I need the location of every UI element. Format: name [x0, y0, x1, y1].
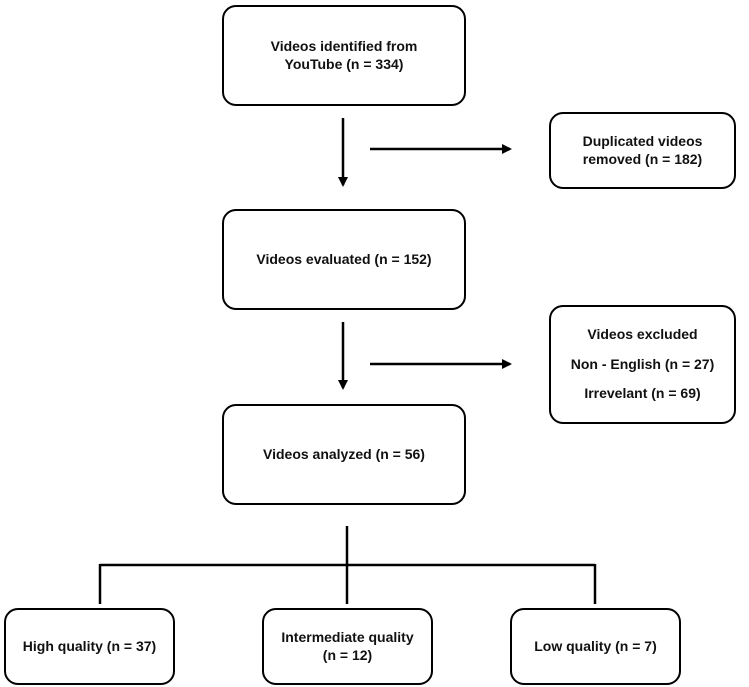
identified-box: Videos identified from YouTube (n = 334)	[222, 5, 466, 106]
excluded-title: Videos excluded	[587, 326, 698, 343]
intermediate-quality-box: Intermediate quality (n = 12)	[262, 608, 433, 685]
identified-line2: YouTube (n = 334)	[284, 55, 404, 72]
high-quality-label: High quality (n = 37)	[22, 637, 157, 654]
analyzed-label: Videos analyzed (n = 56)	[263, 445, 425, 462]
duplicates-line1: Duplicated videos	[582, 133, 703, 149]
analyzed-box: Videos analyzed (n = 56)	[222, 404, 466, 505]
excluded-non-english: Non - English (n = 27)	[570, 355, 715, 372]
duplicates-line2: removed (n = 182)	[582, 150, 703, 167]
evaluated-box: Videos evaluated (n = 152)	[222, 209, 466, 310]
evaluated-label: Videos evaluated (n = 152)	[256, 250, 432, 267]
high-quality-box: High quality (n = 37)	[4, 608, 175, 685]
low-quality-box: Low quality (n = 7)	[510, 608, 681, 685]
low-quality-label: Low quality (n = 7)	[534, 637, 657, 654]
identified-line1: Videos identified from	[270, 38, 418, 54]
intermediate-quality-line2: (n = 12)	[322, 646, 373, 663]
excluded-irrelevant: Irrevelant (n = 69)	[584, 385, 701, 402]
duplicates-box: Duplicated videos removed (n = 182)	[549, 112, 736, 189]
excluded-box: Videos excluded Non - English (n = 27) I…	[549, 305, 736, 424]
intermediate-quality-line1: Intermediate quality	[281, 629, 414, 645]
